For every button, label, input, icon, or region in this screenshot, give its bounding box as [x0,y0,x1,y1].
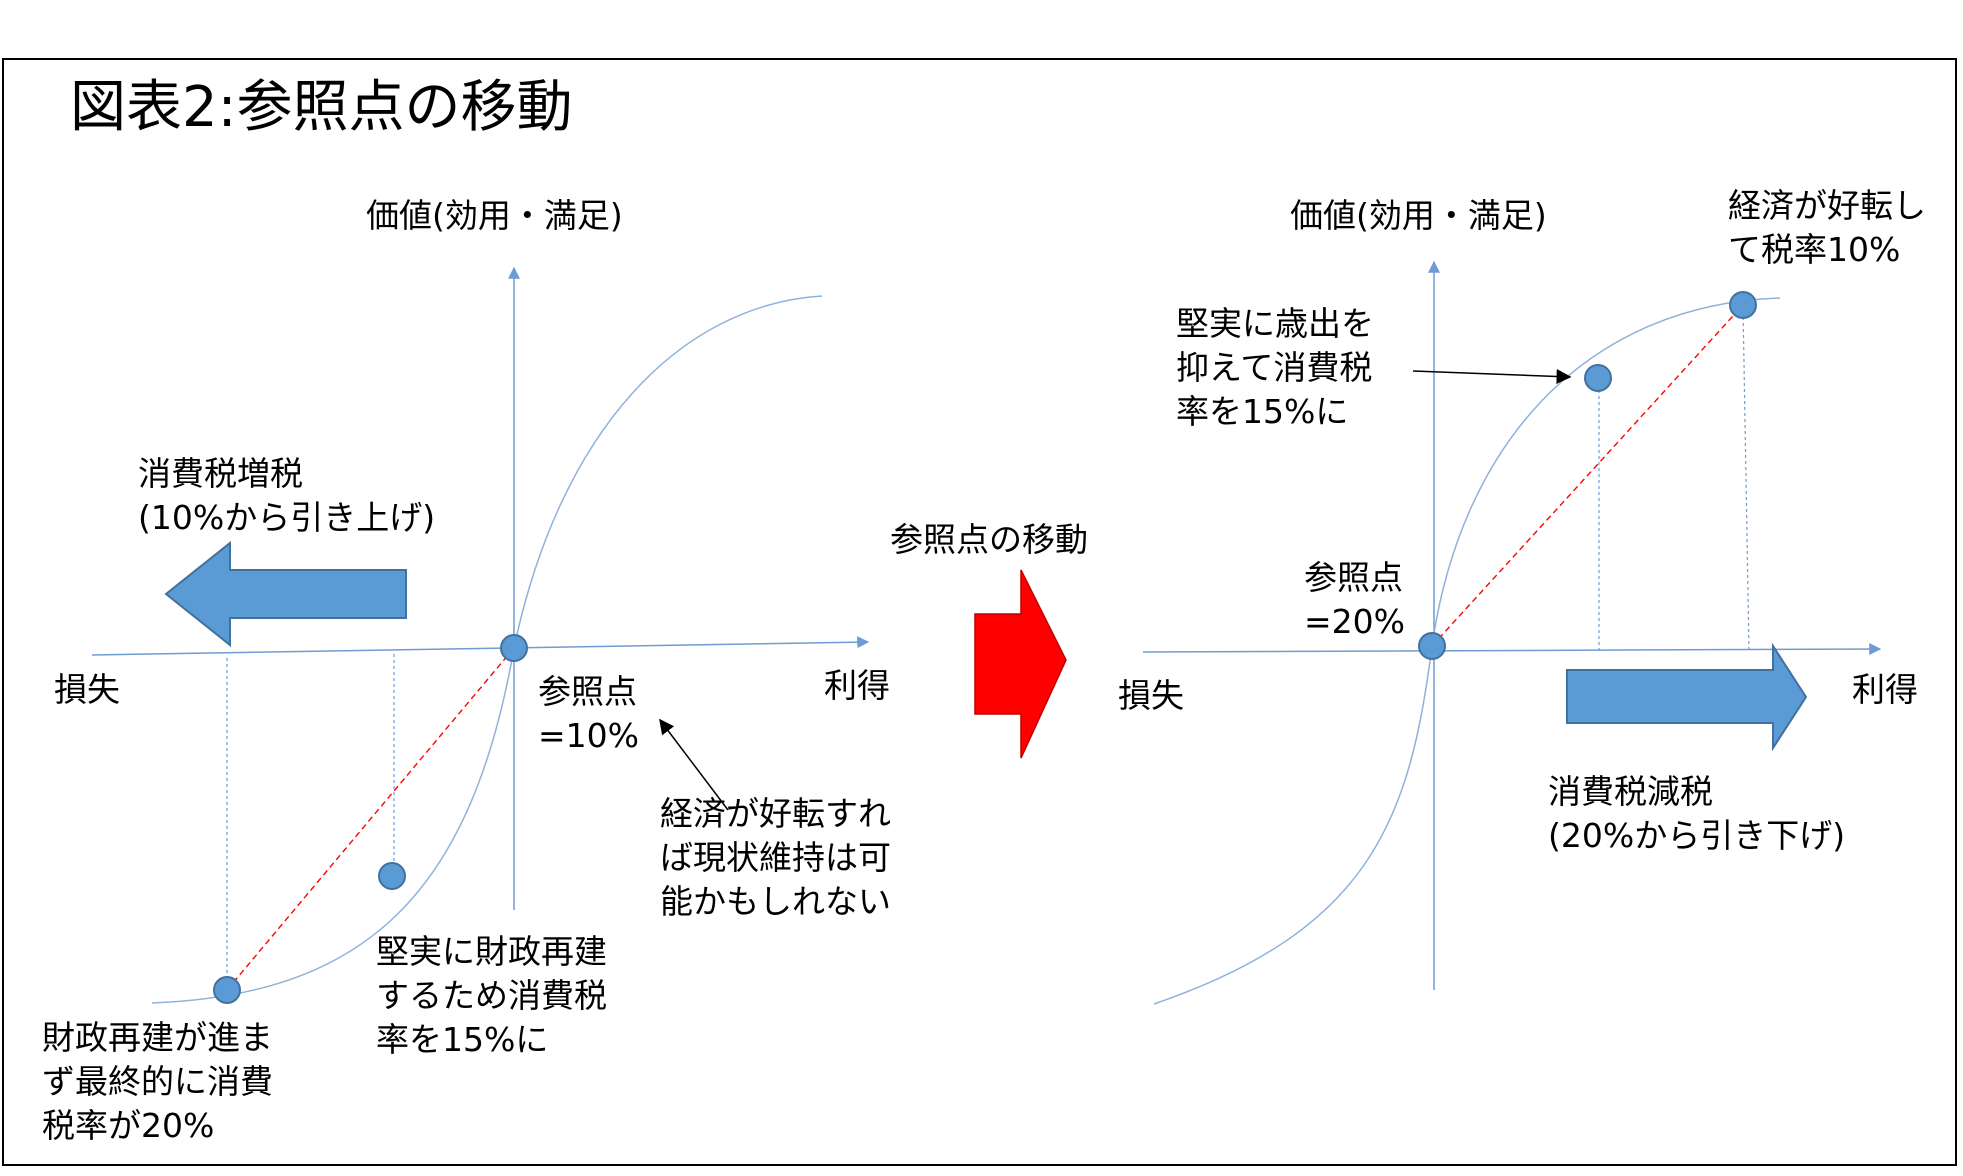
right-direction-arrow [1566,642,1808,752]
left-loss-label: 損失 [54,670,120,709]
figure-frame [2,58,1957,1166]
figure-title: 図表2:参照点の移動 [70,75,573,140]
left-note-far: 財政再建が進ま ず最終的に消費 税率が20% [42,1018,273,1145]
right-x-axis [1142,643,1882,656]
left-y-axis-label: 価値(効用・満足) [366,196,623,235]
right-far-point-marker [1729,291,1757,319]
right-drop-line-far [1742,304,1750,653]
right-note-mid: 堅実に歳出を 抑えて消費税 率を15%に [1176,304,1374,431]
left-annotation-pointer [659,718,729,811]
left-direction-label: 消費税増税 (10%から引き上げ) [138,454,436,537]
right-direction-label: 消費税減税 (20%から引き下げ) [1548,772,1846,855]
left-far-point-marker [213,976,241,1004]
left-reference-point-marker [500,634,528,662]
left-panel [91,266,870,1004]
right-chord-line [1431,304,1744,647]
right-gain-label: 利得 [1852,670,1918,709]
left-note-upturn: 経済が好転すれ ば現状維持は可 能かもしれない [660,794,891,921]
left-x-axis [91,636,870,656]
left-mid-point-marker [378,862,406,890]
right-panel [1142,260,1882,1005]
shift-label: 参照点の移動 [890,520,1088,559]
reference-shift-arrow [974,569,1067,759]
left-chord-line [226,647,515,991]
right-loss-label: 損失 [1118,676,1184,715]
right-note-far: 経済が好転し て税率10% [1728,186,1926,269]
right-reference-point-marker [1418,632,1446,660]
left-reference-point-label: 参照点 =10% [538,672,639,755]
right-reference-point-label: 参照点 =20% [1304,558,1405,641]
right-mid-point-marker [1584,364,1612,392]
left-gain-label: 利得 [824,666,890,705]
left-direction-arrow [164,540,407,648]
right-y-axis-label: 価値(効用・満足) [1290,196,1547,235]
left-note-mid: 堅実に財政再建 するため消費税 率を15%に [376,932,607,1059]
right-annotation-pointer [1412,368,1572,384]
